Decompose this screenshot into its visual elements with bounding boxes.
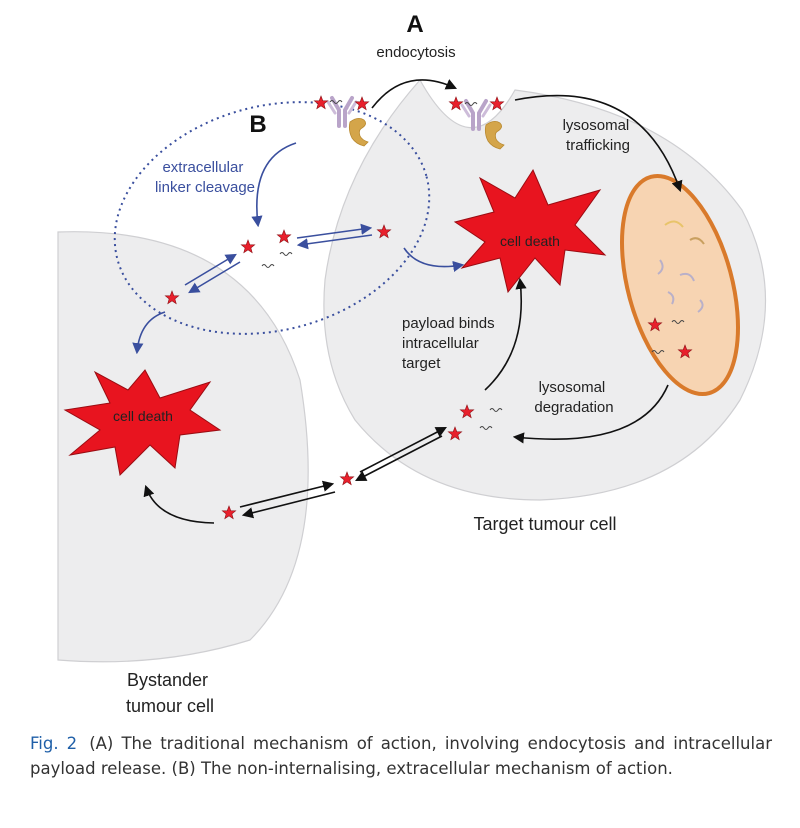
target-cell-label: Target tumour cell xyxy=(473,514,616,534)
payload-star xyxy=(241,239,255,253)
lysosomal-trafficking-arrow xyxy=(514,94,683,193)
bystander-death-arrow xyxy=(143,484,215,524)
lysosomal-degradation-arrow xyxy=(512,384,669,444)
lysosome xyxy=(620,173,740,397)
cell-death-burst-bystander: cell death xyxy=(63,369,222,477)
caption-text: (A) The traditional mechanism of action,… xyxy=(30,734,772,778)
linker-cleavage-arrow xyxy=(251,142,297,228)
endocytosis-label: endocytosis xyxy=(376,44,455,61)
payload-binds-arrow xyxy=(484,277,527,391)
adc-surface-complex xyxy=(313,95,370,147)
figure-caption: Fig. 2(A) The traditional mechanism of a… xyxy=(30,731,772,781)
payload-binds-label: payload binds intracellular target xyxy=(402,315,499,372)
figure-number: Fig. 2 xyxy=(30,734,78,753)
bystander-cell-label: Bystander tumour cell xyxy=(126,670,214,716)
lysosomal-trafficking-label: lysosomal trafficking xyxy=(563,117,634,154)
panel-b-region xyxy=(113,101,431,335)
payload-star xyxy=(339,471,355,486)
lysosomal-degradation-label: lysosomal degradation xyxy=(534,379,613,416)
panel-a-label: A xyxy=(406,11,423,38)
cell-death-label: cell death xyxy=(500,233,560,249)
payload-star xyxy=(276,229,292,243)
cell-death-label: cell death xyxy=(113,408,173,424)
extracellular-linker-cleavage-label: extracellular linker cleavage xyxy=(155,159,255,196)
endocytosis-arrow xyxy=(371,79,458,109)
linker-fragment xyxy=(261,264,275,268)
linker-fragment xyxy=(279,252,293,256)
panel-b-label: B xyxy=(249,111,266,138)
adc-mechanism-diagram: cell death cell death xyxy=(57,11,767,716)
black-arrows xyxy=(143,79,683,524)
blue-arrows xyxy=(132,142,465,355)
bystander-cell xyxy=(57,231,309,663)
cell-death-burst-target: cell death xyxy=(453,168,607,294)
